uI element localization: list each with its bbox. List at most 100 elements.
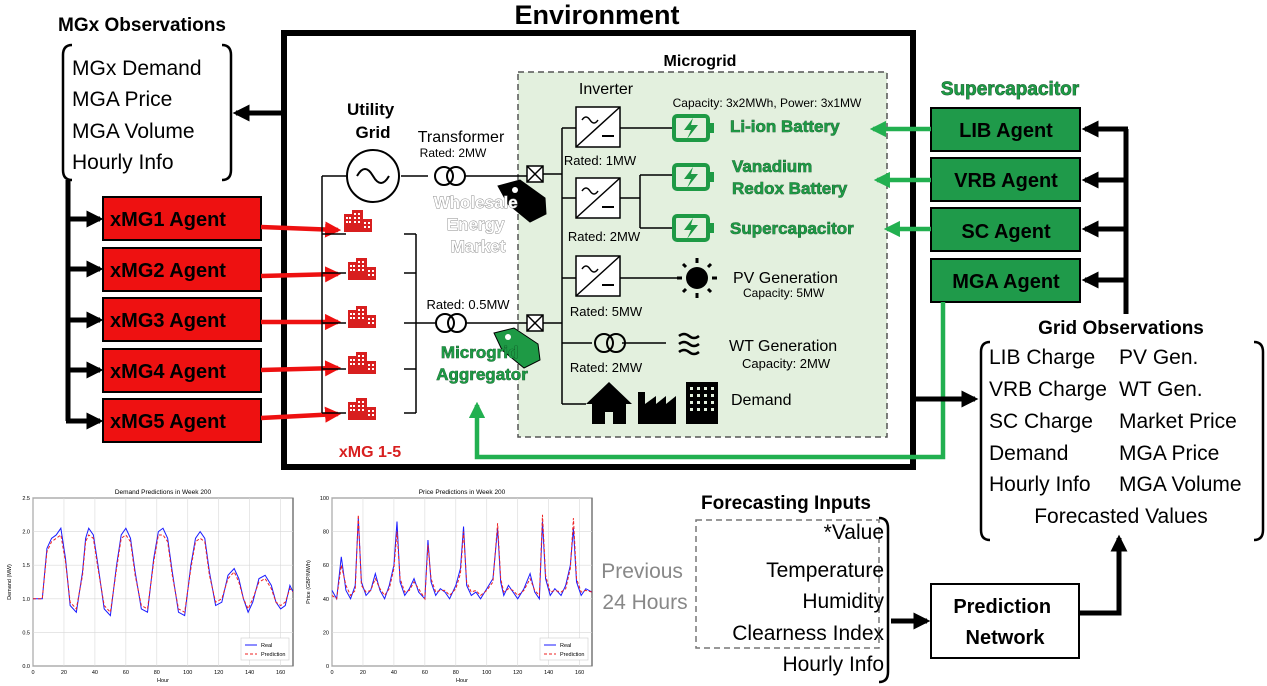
y-tick-label: 2.0	[22, 530, 30, 536]
y-tick-label: 0.5	[22, 630, 30, 636]
mgx-item: MGA Volume	[72, 120, 195, 143]
sine-wave-icon	[356, 168, 390, 184]
green-arrows	[468, 120, 946, 460]
xmg-agent-box	[102, 398, 262, 443]
y-tick-label: 60	[323, 563, 329, 569]
series-line-prediction	[33, 534, 294, 614]
green-agent-label: VRB Agent	[954, 170, 1058, 192]
chart-title: Price Predictions in Week 200	[419, 489, 506, 496]
xmg-agent-box	[102, 196, 262, 241]
green-agent-label: MGA Agent	[952, 271, 1060, 293]
chart-title: Demand Predictions in Week 200	[115, 489, 212, 496]
vrb-agent-box	[930, 157, 1081, 202]
mgx-item: Hourly Info	[72, 151, 174, 174]
grid-obs-footer: Forecasted Values	[1034, 505, 1208, 528]
x-tick-label: 160	[575, 670, 584, 676]
microgrid-wiring	[543, 127, 678, 405]
grid-observations-heading: Grid Observations	[1038, 318, 1204, 339]
grid-obs-feedback	[913, 120, 1129, 408]
wholesale-line: Wholesale	[434, 193, 518, 212]
demand-label: Demand	[731, 392, 791, 409]
capacity-note: Capacity: 3x2MWh, Power: 3x1MW	[673, 96, 862, 110]
xmg-agent-box	[102, 247, 262, 292]
factory-icon	[638, 392, 676, 424]
inverter-rating: Rated: 2MW	[568, 229, 641, 244]
building-icon	[348, 258, 376, 280]
wt-label: WT Generation	[729, 338, 837, 355]
wt-transformer-icon	[594, 333, 614, 353]
xmg-agent-box	[102, 297, 262, 342]
sun-icon	[677, 258, 717, 298]
supercapacitor-heading: Supercapacitor	[941, 79, 1080, 100]
aggregator-line: Microgrid	[441, 343, 518, 362]
x-tick-label: 140	[245, 670, 254, 676]
forecast-list: *Value Temperature Humidity Clearness In…	[732, 521, 884, 676]
green-agent-label: LIB Agent	[959, 120, 1053, 142]
transformer-label: Transformer	[418, 129, 505, 146]
inverter-icon	[575, 177, 621, 219]
grid-observations-bracket	[979, 340, 1265, 542]
microgrid-label: Microgrid	[664, 53, 737, 70]
y-tick-label: 20	[323, 630, 329, 636]
transformer2-rating: Rated: 0.5MW	[426, 297, 510, 312]
forecast-hourly: Hourly Info	[782, 653, 884, 676]
transformer-icon	[435, 313, 467, 333]
y-tick-label: 40	[323, 597, 329, 603]
xmg-label: xMG 1-5	[339, 444, 401, 461]
mgx-observations-list: MGx Demand MGA Price MGA Volume Hourly I…	[72, 57, 202, 174]
mgx-bus-arrows	[66, 210, 104, 430]
x-tick-label: 20	[360, 670, 366, 676]
previous-line: 24 Hours	[602, 591, 687, 614]
supercapacitor-label: Supercapacitor	[730, 219, 854, 238]
x-tick-label: 40	[92, 670, 98, 676]
grid-obs-item: Market Price	[1119, 410, 1237, 433]
x-tick-label: 60	[422, 670, 428, 676]
x-tick-label: 120	[214, 670, 223, 676]
grid-obs-item: Hourly Info	[989, 473, 1091, 496]
x-axis-label: Hour	[456, 678, 468, 684]
xmg-bus-lines	[321, 175, 436, 414]
breaker-icon	[526, 165, 544, 183]
li-ion-label: Li-ion Battery	[730, 117, 840, 136]
mgx-observations-bracket	[61, 43, 233, 182]
green-agent-label: SC Agent	[961, 221, 1051, 243]
forecast-item: Temperature	[766, 559, 884, 582]
prediction-network-label: Prediction Network	[953, 596, 1056, 649]
pv-label: PV Generation	[733, 270, 838, 287]
previous-hours-label: Previous 24 Hours	[601, 560, 689, 614]
y-tick-label: 0	[326, 664, 329, 670]
grid-obs-item: WT Gen.	[1119, 378, 1203, 401]
grid-obs-item: Demand	[989, 442, 1068, 465]
x-tick-label: 20	[61, 670, 67, 676]
x-tick-label: 60	[123, 670, 129, 676]
prediction-line: Network	[966, 627, 1046, 649]
xmg-agents: xMG1 Agent xMG2 Agent xMG3 Agent xMG4 Ag…	[102, 196, 262, 443]
xmg-agent-label: xMG3 Agent	[110, 310, 226, 332]
mgx-item: MGx Demand	[72, 57, 202, 80]
mgx-item: MGA Price	[72, 88, 172, 111]
green-agents: LIB Agent VRB Agent SC Agent MGA Agent	[930, 107, 1081, 303]
legend-label: Real	[560, 643, 571, 649]
y-tick-label: 100	[320, 496, 329, 502]
x-tick-label: 100	[482, 670, 491, 676]
wholesale-line: Market	[451, 237, 506, 256]
inverter-rating: Rated: 5MW	[570, 304, 643, 319]
wind-icon	[678, 332, 700, 356]
forecast-item: *Value	[824, 521, 884, 544]
x-tick-label: 0	[330, 670, 333, 676]
y-tick-label: 0.0	[22, 664, 30, 670]
forecasting-inputs-heading: Forecasting Inputs	[701, 493, 871, 514]
utility-grid-line: Utility	[347, 100, 395, 119]
inverter-label: Inverter	[579, 81, 634, 98]
xmg-agent-label: xMG1 Agent	[110, 209, 226, 231]
y-tick-label: 80	[323, 530, 329, 536]
forecast-bracket	[878, 516, 890, 684]
x-tick-label: 80	[453, 670, 459, 676]
grid-obs-item: MGA Volume	[1119, 473, 1242, 496]
prediction-network-box	[930, 583, 1080, 659]
grid-obs-item: VRB Charge	[989, 378, 1107, 401]
x-tick-label: 140	[544, 670, 553, 676]
utility-grid-label: Utility Grid	[347, 100, 399, 142]
legend-label: Prediction	[560, 652, 584, 658]
